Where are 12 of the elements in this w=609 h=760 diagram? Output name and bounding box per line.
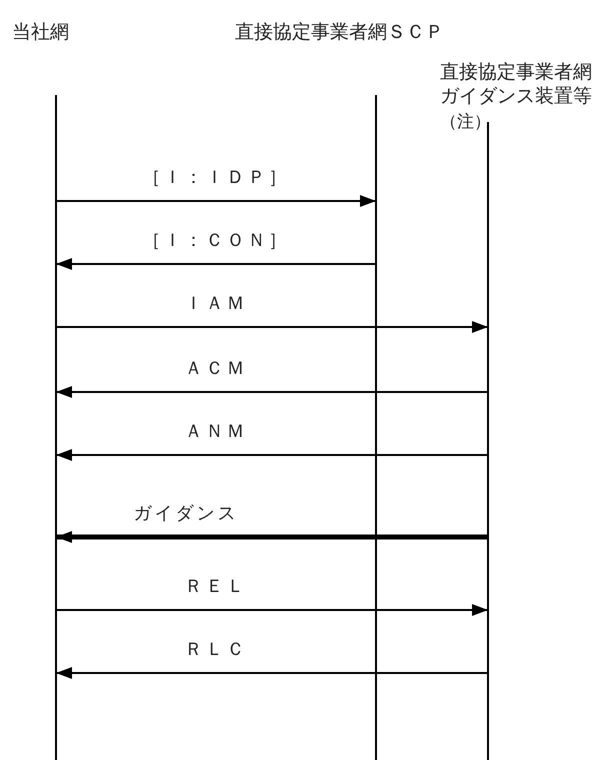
participant-label: 直接協定事業者網ガイダンス装置等	[440, 60, 593, 108]
message-arrow	[56, 604, 488, 616]
participant-label: 直接協定事業者網ＳＣＰ	[235, 20, 444, 44]
message-arrow	[56, 667, 488, 679]
note-mark: （注）	[440, 111, 491, 134]
message-arrow	[56, 449, 488, 461]
message-arrow	[56, 531, 488, 543]
participant-label: 当社網	[12, 20, 69, 44]
message-arrow	[56, 258, 376, 270]
message-arrow	[56, 386, 488, 398]
message-arrow	[56, 195, 376, 207]
message-arrow	[56, 321, 488, 333]
